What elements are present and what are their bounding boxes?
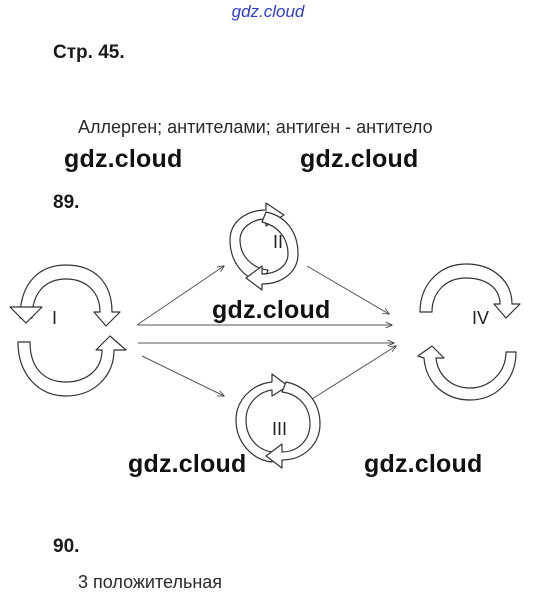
watermark-4: gdz.cloud — [128, 450, 247, 478]
cycle-4-arrows — [417, 263, 521, 401]
cycle-4-label: IV — [472, 308, 489, 328]
answer-90: 3 положительная — [78, 572, 223, 592]
cycle-2-label: II — [273, 232, 283, 252]
cycle-3-arrows — [235, 373, 321, 469]
cycle-2-arrows — [229, 202, 299, 291]
cycle-1-arrows — [9, 264, 127, 397]
arrow-1-to-2 — [136, 266, 224, 326]
watermark-1: gdz.cloud — [64, 145, 183, 173]
page-label: Стр. 45. — [53, 42, 125, 63]
arrow-2-to-4 — [306, 265, 389, 314]
answer-88: Аллерген; антителами; антиген - антитело — [78, 117, 433, 137]
cycle-1-label: I — [52, 308, 57, 328]
watermark-5: gdz.cloud — [364, 450, 483, 478]
task-90-label: 90. — [53, 536, 80, 557]
cycle-3-label: III — [272, 419, 287, 439]
task-89-label: 89. — [53, 192, 80, 213]
top-watermark: gdz.cloud — [231, 2, 305, 21]
arrow-3-to-4 — [311, 346, 396, 400]
arrow-1-to-3 — [141, 355, 224, 396]
watermark-2: gdz.cloud — [300, 145, 419, 173]
watermark-3: gdz.cloud — [212, 296, 331, 324]
